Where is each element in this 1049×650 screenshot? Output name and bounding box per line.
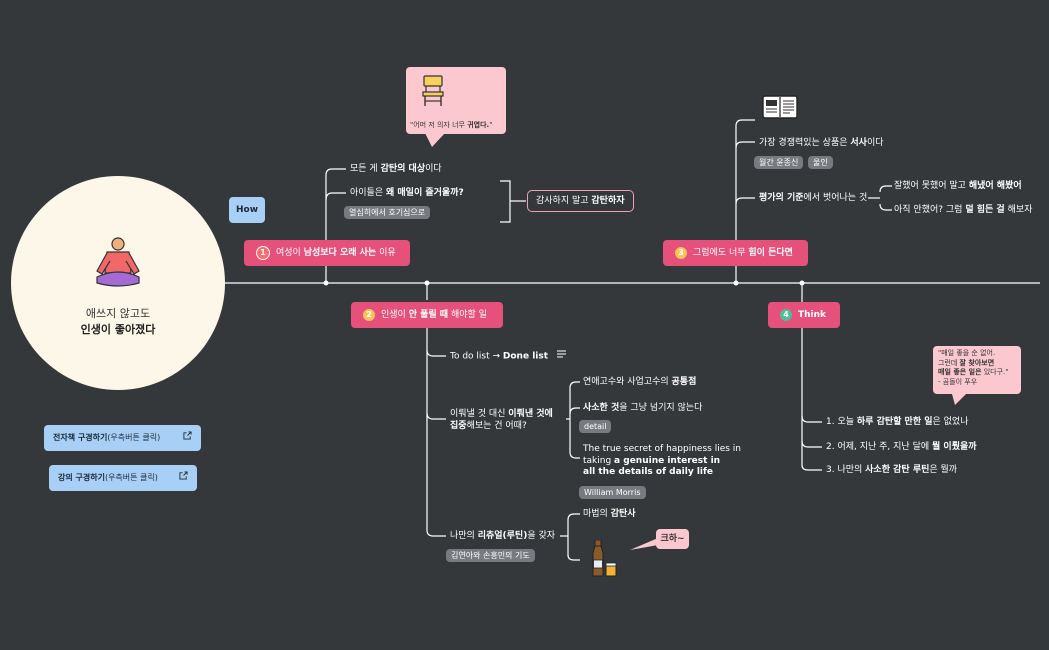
topic1-quote-bubble[interactable]: "어머 저 의자 너무 귀엽다.": [406, 67, 506, 134]
topic2-morris-quote[interactable]: The true secret of happiness lies in tak…: [583, 444, 741, 477]
topic3-option-1[interactable]: 잘했어 못했어 말고 해냈어 해봤어: [894, 181, 1022, 191]
topic2-quote-author: William Morris: [579, 486, 646, 499]
how-label[interactable]: How: [229, 197, 265, 223]
center-title-line2: 인생이 좋아졌다: [80, 323, 156, 336]
topic3-item-1[interactable]: 가장 경쟁력있는 상품은 서사이다: [759, 138, 884, 148]
topic3-tag-2: 울인: [808, 156, 833, 169]
topic2-sub-2[interactable]: 사소한 것을 그냥 넘기지 않는다: [583, 403, 703, 413]
topic2-magic-word[interactable]: 마법의 감탄사: [583, 509, 636, 519]
ebook-button[interactable]: 전자책 구경하기(우측버튼 클릭): [44, 425, 201, 451]
external-link-icon: [183, 425, 192, 451]
meditation-person-icon: [96, 237, 140, 287]
book-icon: [762, 95, 798, 119]
topic2-ritual-tag: 김연아와 손흥민의 기도: [446, 549, 535, 562]
lecture-button[interactable]: 강의 구경하기(우측버튼 클릭): [49, 465, 197, 491]
topic-number-4: 4: [780, 308, 792, 321]
topic2-sub2-tag: detail: [579, 420, 612, 433]
center-node[interactable]: 애쓰지 않고도 인생이 좋아졌다: [11, 176, 225, 390]
topic-number-3: 3: [675, 246, 687, 259]
notes-icon: [556, 350, 566, 362]
topic2-exclaim-bubble[interactable]: 크하~: [656, 529, 689, 549]
topic1-item2-tag: 열심히에서 호기심으로: [344, 206, 431, 219]
topic2-focus[interactable]: 이뤄낼 것 대신 이뤄낸 것에 집중해보는 건 어때?: [450, 409, 553, 431]
beer-bottle-icon: [592, 540, 617, 577]
chair-icon: [422, 75, 444, 106]
topic4-question-1[interactable]: 1. 오늘 하루 감탄할 만한 일은 없었나: [826, 417, 969, 427]
topic2-todo[interactable]: To do list → Done list: [450, 350, 566, 363]
topic1-quote-text: "어머 저 의자 너무 귀엽다.": [410, 121, 493, 129]
topic2-ritual[interactable]: 나만의 리츄얼(루틴)을 갖자: [450, 531, 556, 541]
topic4-question-3[interactable]: 3. 나만의 사소한 감탄 루틴은 뭘까: [826, 465, 958, 475]
external-link-icon: [179, 465, 188, 491]
topic2-sub-1[interactable]: 연애고수와 사업고수의 공통점: [583, 377, 697, 387]
center-title-line1: 애쓰지 않고도: [85, 307, 151, 320]
topic3-tag-1: 월간 윤종신: [754, 156, 804, 169]
topic3-item-2[interactable]: 평가의 기준에서 벗어나는 것: [759, 193, 868, 203]
topic4-question-2[interactable]: 2. 어제, 지난 주, 지난 달에 뭘 이뤘을까: [826, 442, 977, 452]
topic3-option-2[interactable]: 아직 안했어? 그럼 덜 힘든 걸 해보자: [894, 205, 1033, 215]
topic1-item-2[interactable]: 아이들은 왜 매일이 즐거울까?: [350, 188, 464, 198]
topic1-item-1[interactable]: 모든 게 감탄의 대상이다: [350, 164, 442, 174]
topic1-summary[interactable]: 감사하지 말고 감탄하자: [527, 190, 634, 212]
topic4-quote-bubble[interactable]: "매일 좋을 순 없어. 그런데 잘 찾아보면 매일 좋은 일은 있다구." -…: [933, 346, 1021, 394]
topic-number-1: 1: [256, 245, 270, 260]
topic-number-2: 2: [363, 308, 375, 321]
